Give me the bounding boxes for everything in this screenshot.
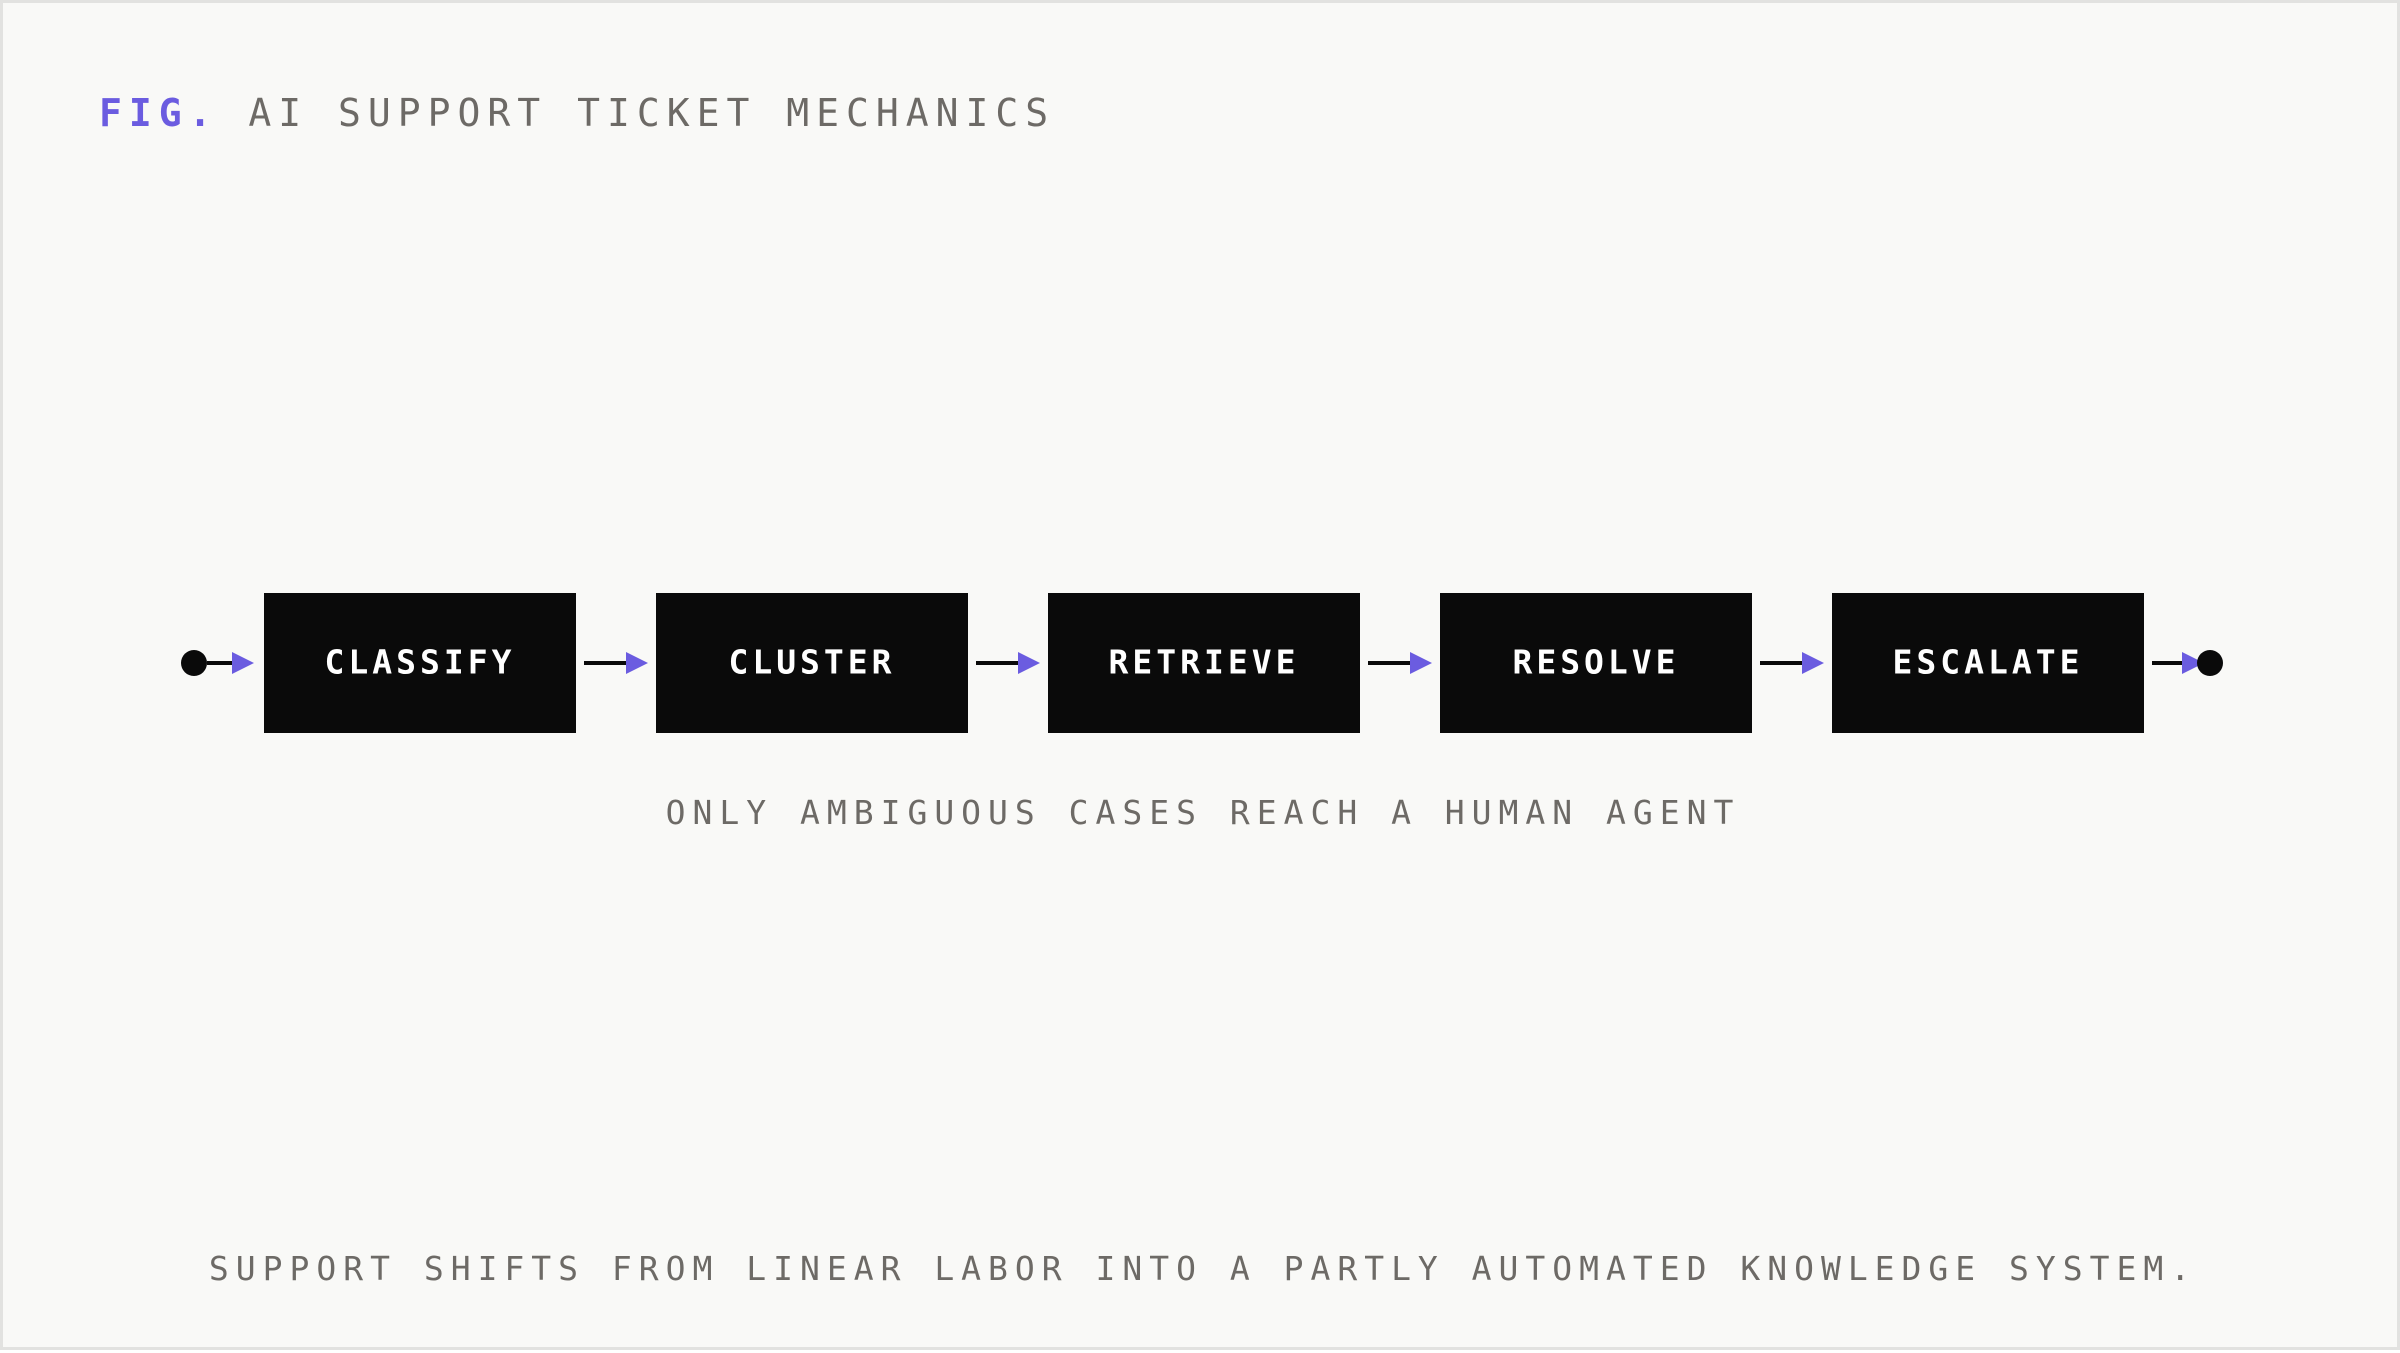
step-box-2 xyxy=(656,593,968,733)
connector-1-arrowhead xyxy=(626,652,648,674)
pipeline-diagram: CLASSIFY CLUSTER RETRIEVE RESOLVE ESCALATE xyxy=(181,593,2223,733)
footer-note: SUPPORT SHIFTS FROM LINEAR LABOR INTO A … xyxy=(208,1249,2198,1288)
step-label-4: RESOLVE xyxy=(1512,643,1679,682)
step-label-1: CLASSIFY xyxy=(325,643,516,682)
pipeline-caption: ONLY AMBIGUOUS CASES REACH A HUMAN AGENT xyxy=(665,793,1741,832)
step-box-4 xyxy=(1440,593,1752,733)
step-label-5: ESCALATE xyxy=(1893,643,2084,682)
step-box-1 xyxy=(264,593,576,733)
step-box-3 xyxy=(1048,593,1360,733)
end-node xyxy=(2197,650,2223,676)
figure-prefix: FIG. xyxy=(99,91,219,135)
figure-name: AI SUPPORT TICKET MECHANICS xyxy=(248,91,1056,135)
step-box-5 xyxy=(1832,593,2144,733)
step-label-2: CLUSTER xyxy=(728,643,895,682)
step-label-3: RETRIEVE xyxy=(1109,643,1300,682)
connector-2-arrowhead xyxy=(1018,652,1040,674)
connector-4-arrowhead xyxy=(1802,652,1824,674)
end-connector-arrowhead xyxy=(2182,652,2204,674)
start-node xyxy=(181,650,207,676)
start-connector-arrowhead xyxy=(232,652,254,674)
figure-title: FIG. AI SUPPORT TICKET MECHANICS xyxy=(99,89,1055,137)
connector-3-arrowhead xyxy=(1410,652,1432,674)
